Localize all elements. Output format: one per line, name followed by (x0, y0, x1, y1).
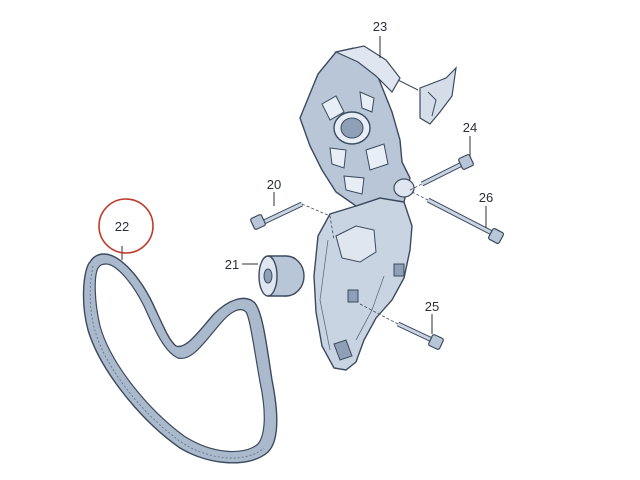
callout-24[interactable]: 24 (463, 120, 477, 135)
callout-26[interactable]: 26 (479, 190, 493, 205)
bolt-25[interactable] (359, 303, 444, 350)
engine-block-outline (397, 66, 457, 125)
callout-21[interactable]: 21 (225, 257, 239, 272)
bracket[interactable] (299, 45, 415, 371)
bolt-26[interactable] (411, 191, 505, 245)
poly-v-belt[interactable] (82, 253, 278, 464)
highlight-circle (98, 198, 154, 254)
callout-22[interactable]: 22 (115, 219, 129, 234)
leader-lines (121, 36, 487, 334)
bolt-24[interactable] (409, 154, 474, 191)
bolt-20[interactable] (250, 201, 335, 241)
callout-23[interactable]: 23 (373, 19, 387, 34)
callout-20[interactable]: 20 (267, 177, 281, 192)
callout-25[interactable]: 25 (425, 299, 439, 314)
tensioner-pulley[interactable] (258, 255, 305, 297)
